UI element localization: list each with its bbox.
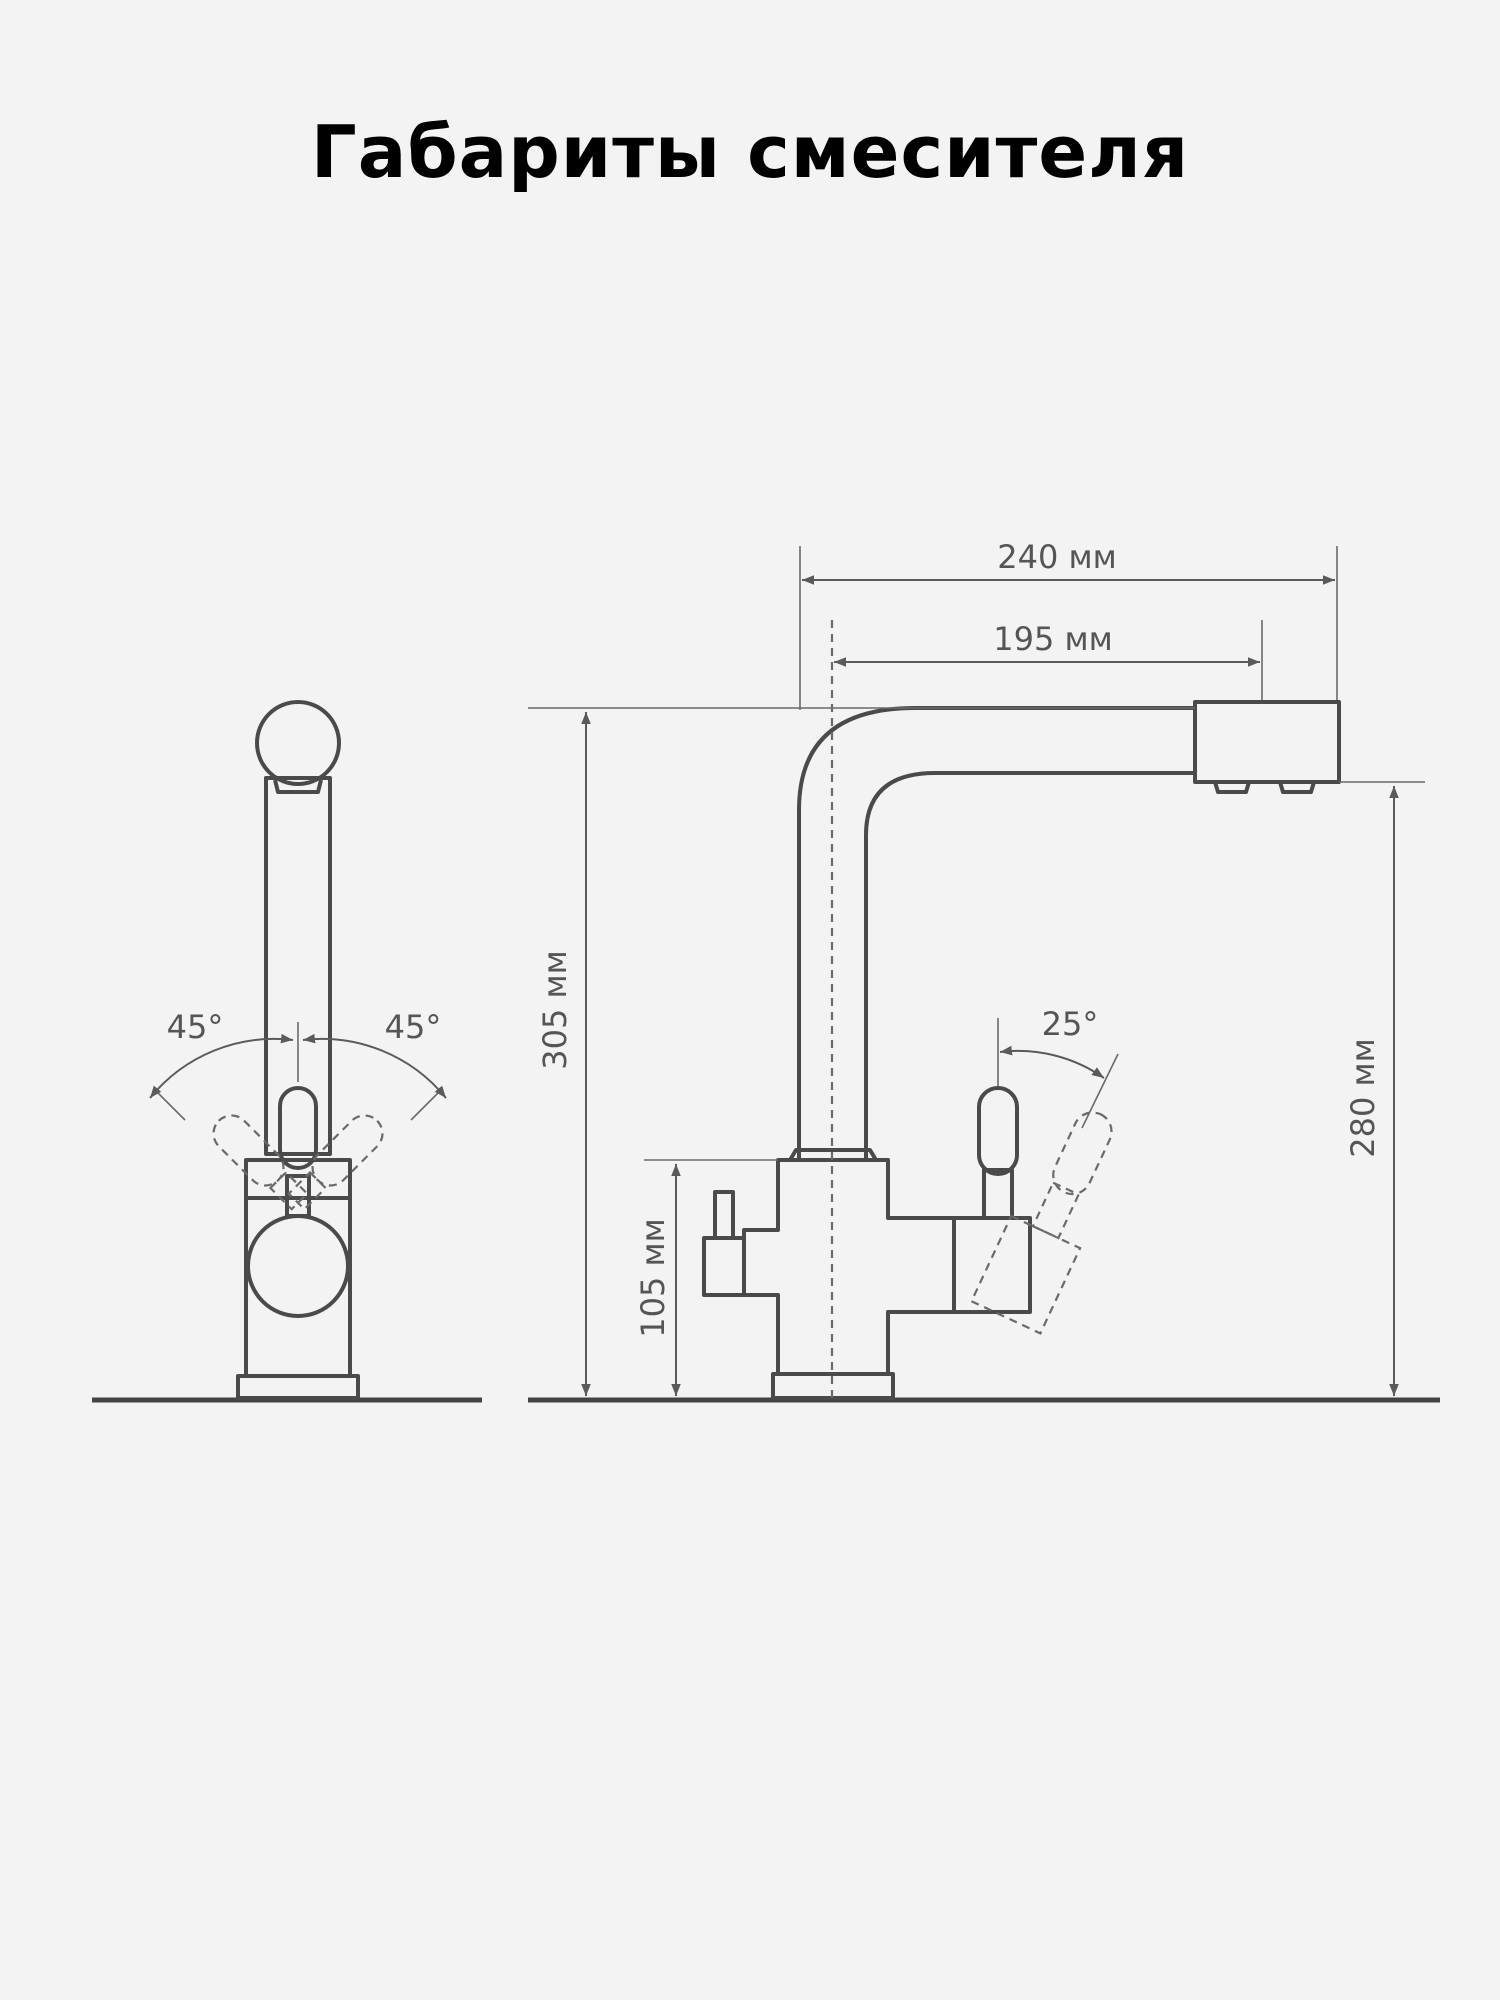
aerator-head bbox=[1193, 700, 1341, 784]
angle-label-filter-lever: 25° bbox=[1042, 1005, 1099, 1043]
dim-label-spout-height: 280 мм bbox=[1344, 1038, 1382, 1158]
spout-head bbox=[255, 700, 341, 786]
spout-arm bbox=[797, 706, 1195, 1160]
lower-body bbox=[244, 1198, 352, 1378]
page-title: Габариты смесителя bbox=[310, 110, 1190, 194]
side-view: 240 мм 195 мм 305 мм 105 мм 280 мм 25° bbox=[528, 538, 1425, 1400]
mixer-body bbox=[742, 1158, 956, 1376]
filter-valve bbox=[702, 1236, 746, 1297]
lever-housing bbox=[952, 1216, 1032, 1314]
body-cartridge-circle bbox=[246, 1214, 350, 1318]
dim-label-total-length: 240 мм bbox=[997, 538, 1117, 576]
angle-label-left: 45° bbox=[167, 1008, 224, 1046]
lever-knob bbox=[278, 1086, 318, 1170]
dim-label-body-height: 105 мм bbox=[634, 1218, 672, 1338]
front-view: 45° 45° bbox=[149, 700, 447, 1400]
dim-label-total-height: 305 мм bbox=[536, 950, 574, 1070]
spout-column bbox=[264, 776, 332, 1156]
filter-lever-knob bbox=[977, 1086, 1019, 1176]
dim-label-spout-reach: 195 мм bbox=[993, 620, 1113, 658]
upper-body bbox=[244, 1158, 352, 1200]
angle-label-right: 45° bbox=[385, 1008, 442, 1046]
base-plate bbox=[236, 1374, 360, 1400]
